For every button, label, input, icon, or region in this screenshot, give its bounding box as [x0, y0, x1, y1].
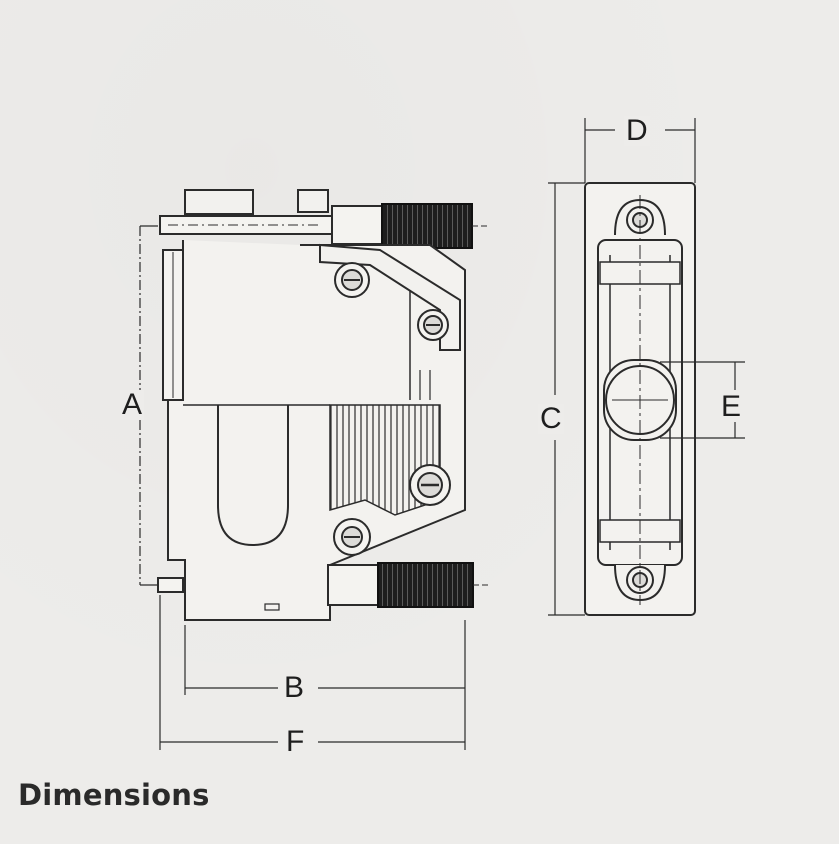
screw-upper-right — [417, 309, 449, 341]
top-knurled-knob — [381, 203, 473, 249]
dimension-label-d: D — [624, 114, 650, 147]
diagonal-bracket — [319, 243, 461, 351]
dimension-label-a: A — [120, 388, 145, 421]
top-terminal-cap — [297, 189, 329, 213]
side-view-dimensions — [139, 225, 466, 750]
side-view — [157, 189, 490, 621]
screw-upper-left — [334, 262, 370, 298]
dimension-label-f: F — [284, 725, 307, 758]
front-view — [584, 182, 696, 616]
bottom-pin — [157, 577, 184, 593]
fuse-slot — [217, 405, 289, 547]
bottom-slot-mark — [264, 603, 280, 611]
dimension-label-b: B — [282, 671, 307, 704]
dimension-label-c: C — [538, 402, 564, 435]
screw-middle-right — [409, 464, 451, 506]
front-view-dimensions — [548, 118, 745, 616]
bottom-nut — [327, 564, 379, 606]
top-terminal-block — [184, 189, 254, 215]
figure-caption: Dimensions — [18, 778, 210, 812]
dimension-label-e: E — [719, 390, 744, 423]
bottom-knurled-knob — [377, 562, 474, 608]
screw-lower — [333, 518, 371, 556]
top-nut — [331, 205, 383, 245]
